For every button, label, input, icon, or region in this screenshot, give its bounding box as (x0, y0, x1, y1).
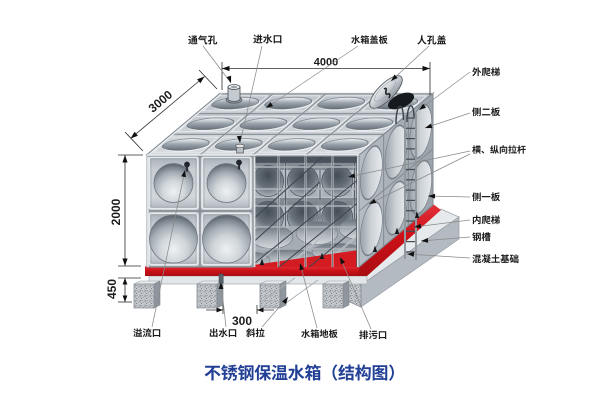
svg-text:2000: 2000 (109, 198, 123, 225)
svg-text:450: 450 (105, 279, 119, 299)
svg-text:4000: 4000 (314, 57, 338, 69)
svg-text:300: 300 (232, 314, 252, 328)
